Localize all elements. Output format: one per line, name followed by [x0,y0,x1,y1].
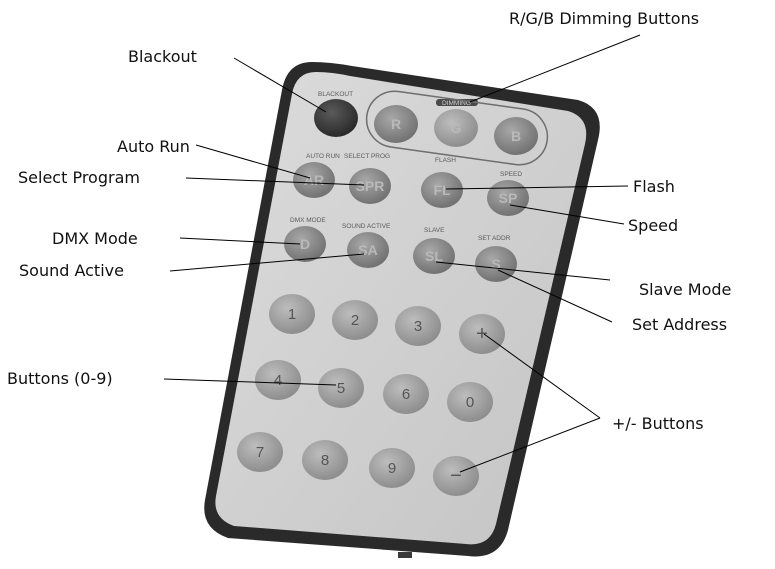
callout-labels: R/G/B Dimming Buttons Blackout Auto Run … [7,9,731,433]
spr-key-label: SPR [356,178,385,194]
sound-active-button[interactable]: SA [347,232,389,268]
key-0-label: 0 [466,394,474,411]
silk-set-addr: SET ADDR [478,235,511,242]
label-speed: Speed [628,216,678,235]
remote-port [398,552,412,558]
d-key-label: D [300,236,310,252]
number-button-6[interactable]: 6 [383,374,429,414]
label-sound-active: Sound Active [19,261,124,280]
leader-rgb [469,34,641,103]
key-5-label: 5 [337,380,345,397]
key-7-label: 7 [256,444,264,461]
leader-blackout [233,57,327,113]
r-key-label: R [391,116,401,132]
dmx-mode-button[interactable]: D [284,226,326,262]
leader-sound-active [169,253,365,272]
g-key-label: G [451,120,462,136]
number-button-4[interactable]: 4 [255,360,301,400]
minus-key-label: − [450,465,462,487]
leader-minus [459,417,601,473]
sa-key-label: SA [358,242,377,258]
blackout-button[interactable] [314,99,358,137]
number-button-0[interactable]: 0 [447,382,493,422]
label-flash: Flash [633,177,675,196]
minus-button[interactable]: − [433,456,479,496]
label-auto-run: Auto Run [117,137,190,156]
silk-dmx-mode: DMX MODE [290,217,326,224]
label-blackout: Blackout [128,47,197,66]
leader-dmx-mode [179,237,301,245]
label-plus-minus: +/- Buttons [612,414,704,433]
leader-flash [445,185,629,190]
number-button-9[interactable]: 9 [369,448,415,488]
plus-key-label: + [476,323,488,345]
silk-flash: FLASH [435,157,456,164]
leader-auto-run [195,144,311,179]
silk-sound-active: SOUND ACTIVE [342,223,391,230]
sl-key-label: SL [425,248,443,264]
leader-number-buttons [163,378,337,386]
label-slave-mode: Slave Mode [639,280,731,299]
silk-speed: SPEED [500,171,522,178]
label-dmx-mode: DMX Mode [52,229,138,248]
key-8-label: 8 [321,452,329,469]
r-button[interactable]: R [374,105,418,143]
speed-button[interactable]: SP [487,180,529,216]
silk-slave: SLAVE [424,227,445,234]
leader-lines [163,34,641,473]
label-set-address: Set Address [632,315,727,334]
number-button-2[interactable]: 2 [332,300,378,340]
number-button-7[interactable]: 7 [237,432,283,472]
key-4-label: 4 [274,372,282,389]
number-button-1[interactable]: 1 [269,294,315,334]
key-9-label: 9 [388,460,396,477]
g-button[interactable]: G [434,109,478,147]
key-6-label: 6 [402,386,410,403]
silk-blackout: BLACKOUT [318,91,353,98]
auto-run-button[interactable]: AR [293,162,335,198]
b-key-label: B [511,128,521,144]
key-1-label: 1 [288,306,296,323]
sp-key-label: SP [499,190,518,206]
silk-dimming: DIMMING [442,100,471,107]
set-address-button[interactable]: S [475,246,517,282]
slave-button[interactable]: SL [413,238,455,274]
leader-speed [509,204,625,225]
key-2-label: 2 [351,312,359,329]
silk-auto-run: AUTO RUN [306,153,340,160]
number-button-3[interactable]: 3 [395,306,441,346]
label-rgb-dimming: R/G/B Dimming Buttons [509,9,699,28]
leader-slave-mode [435,261,611,281]
plus-button[interactable]: + [459,314,505,354]
leader-plus [483,333,601,419]
ar-key-label: AR [304,172,324,188]
number-button-8[interactable]: 8 [302,440,348,480]
number-button-5[interactable]: 5 [318,368,364,408]
b-button[interactable]: B [494,117,538,155]
select-program-button[interactable]: SPR [349,168,391,204]
leader-set-address [497,269,613,323]
flash-button[interactable]: FL [421,172,463,208]
key-3-label: 3 [414,318,422,335]
label-select-program: Select Program [18,168,140,187]
rgb-group-outline [365,90,549,166]
s-key-label: S [491,256,500,272]
leader-select-program [185,177,365,186]
fl-key-label: FL [433,182,451,198]
remote-control: BLACKOUT DIMMING AUTO RUN SELECT PROG FL… [204,62,600,558]
label-number-buttons: Buttons (0-9) [7,369,113,388]
silk-select-prog: SELECT PROG [344,153,390,160]
